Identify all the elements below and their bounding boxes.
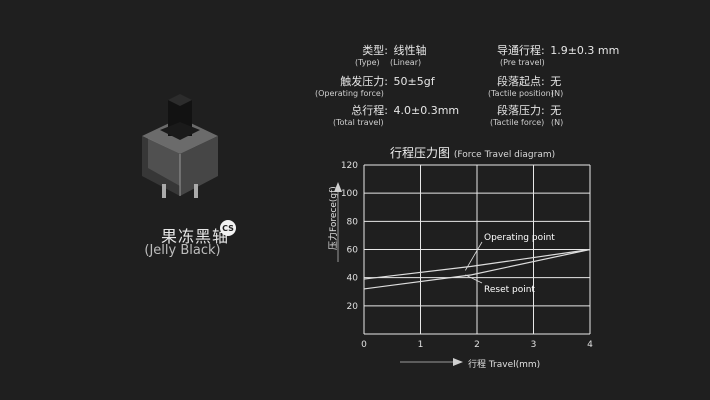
- spec-operating-force: 触发压力: 50±5gf: [340, 73, 435, 89]
- x-axis-label: 行程 Travel(mm): [468, 360, 541, 370]
- spec-sub-label: (Tactile force): [490, 118, 545, 127]
- series-line: [363, 248, 591, 290]
- x-tick-label: 4: [587, 340, 593, 350]
- chart-title-cn: 行程压力图: [390, 146, 451, 160]
- chart-title-en: (Force Travel diagram): [453, 150, 556, 160]
- y-tick-label: 100: [341, 189, 358, 199]
- spec-value: 4.0±0.3mm: [393, 104, 460, 117]
- spec-value: 线性轴: [393, 44, 427, 57]
- chart-title: 行程压力图 (Force Travel diagram): [390, 144, 555, 161]
- spec-sub-label: (Pre travel): [500, 58, 545, 67]
- x-tick-label: 2: [474, 340, 480, 350]
- y-tick-label: 80: [347, 217, 359, 227]
- spec-value: 无: [550, 104, 562, 117]
- spec-label: 段落压力:: [497, 104, 545, 117]
- spec-label: 段落起点:: [497, 75, 545, 88]
- annotation-leader: [465, 274, 483, 284]
- spec-sub-value: (N): [551, 89, 564, 98]
- spec-value: 无: [550, 75, 562, 88]
- annotation-label: Reset point: [484, 285, 535, 295]
- spec-sub-label: (Total travel): [333, 118, 384, 127]
- spec-tactile-force: 段落压力: 无: [497, 102, 561, 118]
- spec-label: 触发压力:: [340, 75, 388, 88]
- annotation-label: Operating point: [484, 233, 555, 243]
- spec-sub-value: (Linear): [390, 58, 422, 67]
- spec-pre-travel: 导通行程: 1.9±0.3 mm: [497, 42, 619, 58]
- y-tick-label: 60: [347, 246, 359, 256]
- spec-value: 1.9±0.3 mm: [550, 44, 620, 57]
- y-tick-label: 20: [347, 302, 359, 312]
- product-name-en: (Jelly Black): [144, 243, 221, 258]
- product-name: 果冻黑轴: [160, 227, 229, 246]
- spec-label: 总行程:: [351, 104, 388, 117]
- y-tick-label: 40: [347, 274, 359, 284]
- x-tick-label: 1: [418, 340, 424, 350]
- spec-sub-label: (Operating force): [315, 89, 384, 98]
- spec-total-travel: 总行程: 4.0±0.3mm: [340, 102, 459, 118]
- cs-badge: CS: [220, 220, 236, 236]
- series-line: [363, 248, 591, 280]
- y-tick-label: 120: [341, 161, 358, 171]
- switch-image: [120, 88, 240, 208]
- spec-sub-label: (Tactile position): [488, 89, 554, 98]
- annotation-leader: [465, 241, 483, 271]
- y-axis-arrow-head: [334, 182, 342, 192]
- x-axis-arrow-head: [453, 358, 463, 366]
- spec-sub-label: (Type): [355, 58, 380, 67]
- spec-label: 类型:: [362, 44, 388, 57]
- spec-tactile-position: 段落起点: 无: [497, 73, 561, 89]
- spec-sub-value: (N): [551, 118, 564, 127]
- x-tick-label: 0: [361, 340, 367, 350]
- x-tick-label: 3: [531, 340, 537, 350]
- spec-value: 50±5gf: [393, 75, 435, 88]
- spec-label: 导通行程:: [497, 44, 545, 57]
- spec-type: 类型: 线性轴: [340, 42, 427, 58]
